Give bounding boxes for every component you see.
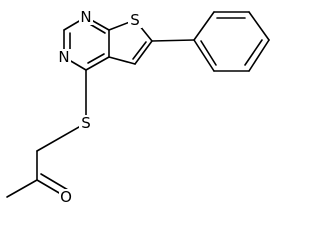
- atom-label-o: O: [60, 188, 72, 206]
- bond-s-ch2: [36, 122, 87, 152]
- atom-label-s-thioether: S: [81, 114, 91, 132]
- bond-c6-c5-double: [132, 41, 147, 60]
- bond-carbonyl-methyl: [6, 179, 38, 198]
- atom-n3: N: [57, 48, 71, 66]
- atom-s-thioether: S: [79, 114, 93, 132]
- atom-s7: S: [128, 11, 142, 29]
- bond-ph4-ph5: [248, 39, 270, 72]
- bond-c5-c4a: [108, 56, 136, 65]
- bond-ph6-ph1: [193, 39, 215, 72]
- bond-c6-c5: [134, 40, 153, 65]
- bond-ph4-ph5-double: [244, 39, 263, 66]
- structure-canvas: N N S S O: [6, 8, 270, 206]
- bond-ph1-ph2: [193, 11, 215, 41]
- atom-n1: N: [79, 8, 93, 26]
- bond-layer: [6, 11, 270, 198]
- atom-o: O: [59, 188, 73, 206]
- bond-ph6-ph1-double: [200, 40, 217, 66]
- bond-c4a-c4-double: [87, 53, 105, 64]
- bond-c4a-c4: [85, 56, 110, 71]
- atom-label-n3: N: [58, 48, 69, 66]
- bond-ph3-ph4: [248, 11, 270, 41]
- atom-label-s7: S: [130, 11, 140, 29]
- bond-c6-ph1: [151, 39, 195, 42]
- bond-carbonyl-o-double: [40, 173, 69, 191]
- atom-label-n1: N: [80, 8, 91, 26]
- atom-label-layer: N N S S O: [57, 8, 142, 206]
